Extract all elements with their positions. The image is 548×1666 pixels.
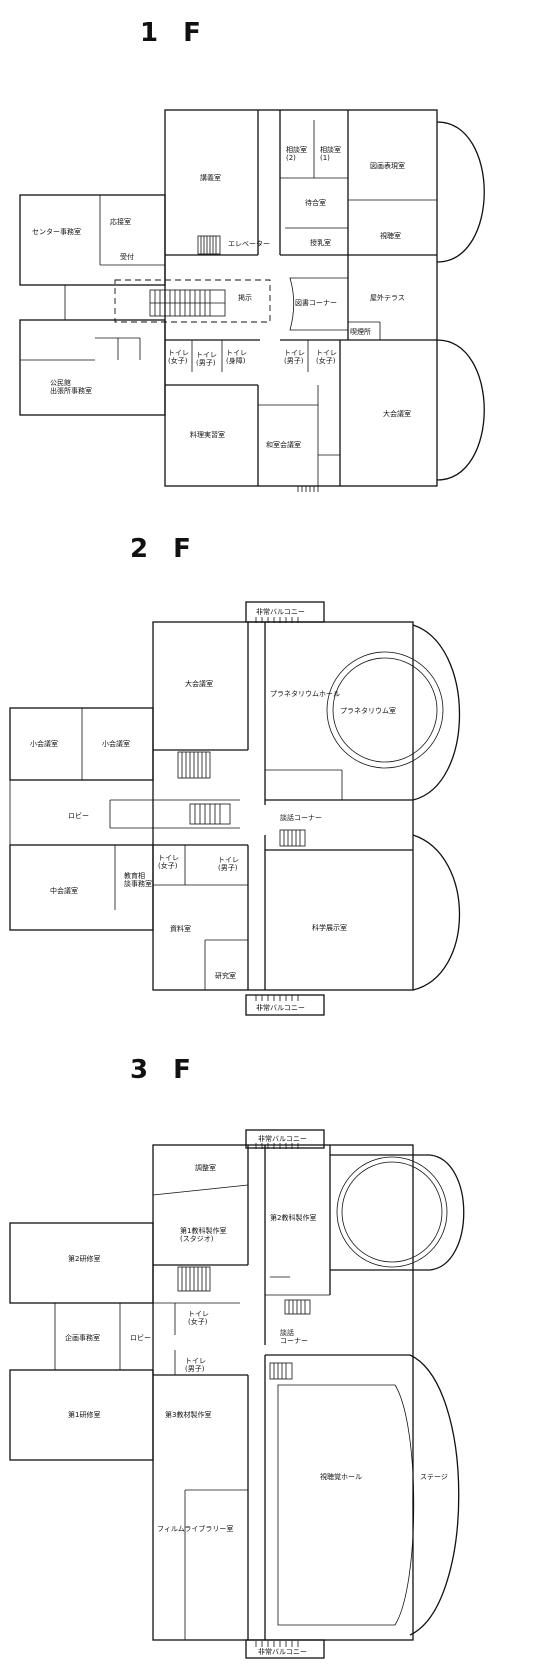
balcony-top-3f: 非常バルコニー xyxy=(258,1134,307,1143)
floor-1-title: 1 F xyxy=(140,18,209,48)
room-medium-meeting: 大会議室 xyxy=(185,679,213,688)
room-nursing: 授乳室 xyxy=(310,238,331,247)
room-materials: 資料室 xyxy=(170,924,191,933)
floor-3: 3 F xyxy=(0,1045,548,1666)
room-talk-corner-3f: 談話コーナー xyxy=(280,1328,308,1345)
room-lobby-3f: ロビー xyxy=(130,1333,151,1342)
room-planetarium-hall: プラネタリウムホール xyxy=(270,689,340,698)
room-studio-1: 第1教科製作室(スタジオ) xyxy=(180,1226,226,1243)
room-small-meeting-b: 小会議室 xyxy=(102,739,130,748)
room-large-meeting: 大会議室 xyxy=(383,409,411,418)
toilet-male-2-1f: トイレ(男子) xyxy=(284,349,305,365)
stairs-3f-balcony-top xyxy=(255,1143,299,1149)
room-planning-office: 企画事務室 xyxy=(65,1333,100,1342)
room-research: 研究室 xyxy=(215,971,236,980)
floor-2-plan: 大会議室 小会議室 小会議室 ロビー 中会議室 教育相談事務室 トイレ(女子) … xyxy=(9,601,461,1016)
room-library-corner: 図書コーナー xyxy=(295,298,337,307)
room-control: 調整室 xyxy=(195,1163,216,1172)
room-outdoor-terrace: 屋外テラス xyxy=(370,293,405,302)
room-reception: 応接室 xyxy=(110,217,131,226)
room-planetarium: プラネタリウム室 xyxy=(340,706,396,715)
room-edu-office: 教育相談事務室 xyxy=(124,871,152,888)
notice-board: 掲示 xyxy=(238,293,252,302)
floor-3-title: 3 F xyxy=(130,1055,199,1085)
room-japanese: 和室会議室 xyxy=(266,440,301,449)
toilet-male-3f: トイレ(男子) xyxy=(185,1357,206,1373)
room-training-1: 第1研修室 xyxy=(68,1410,100,1419)
balcony-top-2f: 非常バルコニー xyxy=(256,607,305,616)
stairs-3f-b xyxy=(284,1299,311,1315)
stairs-3f-a xyxy=(177,1266,211,1292)
floor-3-plan: 非常バルコニー 調整室 第1教科製作室(スタジオ) 第2教科製作室 第2研修室 … xyxy=(9,1129,465,1659)
floor-1-plan: センター事務室 応接室 受付 講義室 エレベーター 相談室(2) 相談室(1) … xyxy=(19,109,485,492)
toilet-male-2f: トイレ(男子) xyxy=(218,856,239,872)
room-science-exhibit: 科学展示室 xyxy=(312,923,347,932)
stairs-3f-balcony-bottom xyxy=(255,1641,299,1647)
room-medium-2f: 中会議室 xyxy=(50,886,78,895)
room-elevator: エレベーター xyxy=(228,239,270,248)
room-film-library: フィルムライブラリー室 xyxy=(157,1524,233,1533)
room-talk-corner-2f: 談話コーナー xyxy=(280,813,322,822)
stairs-2f-a xyxy=(177,751,211,779)
stairs-1f-main xyxy=(149,289,226,317)
room-kominkan-office: 公民館出張所事務室 xyxy=(50,378,92,395)
toilet-female-3f: トイレ(女子) xyxy=(188,1310,209,1326)
room-studio-2: 第2教科製作室 xyxy=(270,1213,316,1222)
floor-2-title: 2 F xyxy=(130,534,199,564)
toilet-female-2-1f: トイレ(女子) xyxy=(316,349,337,365)
stairs-2f-balcony-bottom xyxy=(255,995,299,1001)
stairs-1f-exit xyxy=(297,486,319,492)
toilet-accessible-1f: トイレ(身障) xyxy=(226,349,247,365)
room-center-office: センター事務室 xyxy=(32,227,81,236)
room-consult-1: 相談室(1) xyxy=(320,145,341,162)
room-lobby-2f: ロビー xyxy=(68,811,89,820)
room-reception-desk: 受付 xyxy=(120,252,134,261)
toilet-female-1f: トイレ(女子) xyxy=(168,349,189,365)
floor-1: 1 F xyxy=(0,0,548,510)
room-art: 図画表現室 xyxy=(370,161,405,170)
room-audiovisual-hall: 視聴覚ホール xyxy=(320,1472,362,1481)
stairs-3f-c xyxy=(269,1362,293,1380)
stairs-2f-b xyxy=(189,803,231,825)
balcony-bottom-2f: 非常バルコニー xyxy=(256,1003,305,1012)
room-viewing: 視聴室 xyxy=(380,231,401,240)
room-studio-3: 第3教材製作室 xyxy=(165,1410,211,1419)
floor-2: 2 F xyxy=(0,520,548,1040)
toilet-female-2f: トイレ(女子) xyxy=(158,854,179,870)
stairs-2f-c xyxy=(279,829,306,847)
room-consult-2: 相談室(2) xyxy=(286,145,307,162)
room-smoking: 喫煙所 xyxy=(350,327,371,336)
toilet-male-1f: トイレ(男子) xyxy=(196,351,217,367)
room-lecture: 講義室 xyxy=(200,173,221,182)
room-small-meeting-a: 小会議室 xyxy=(30,739,58,748)
room-stage: ステージ xyxy=(420,1473,448,1481)
room-training-2: 第2研修室 xyxy=(68,1254,100,1263)
balcony-bottom-3f: 非常バルコニー xyxy=(258,1647,307,1656)
stairs-1f-a xyxy=(197,235,221,255)
room-waiting: 待合室 xyxy=(305,198,326,207)
room-cooking: 料理実習室 xyxy=(190,430,225,439)
